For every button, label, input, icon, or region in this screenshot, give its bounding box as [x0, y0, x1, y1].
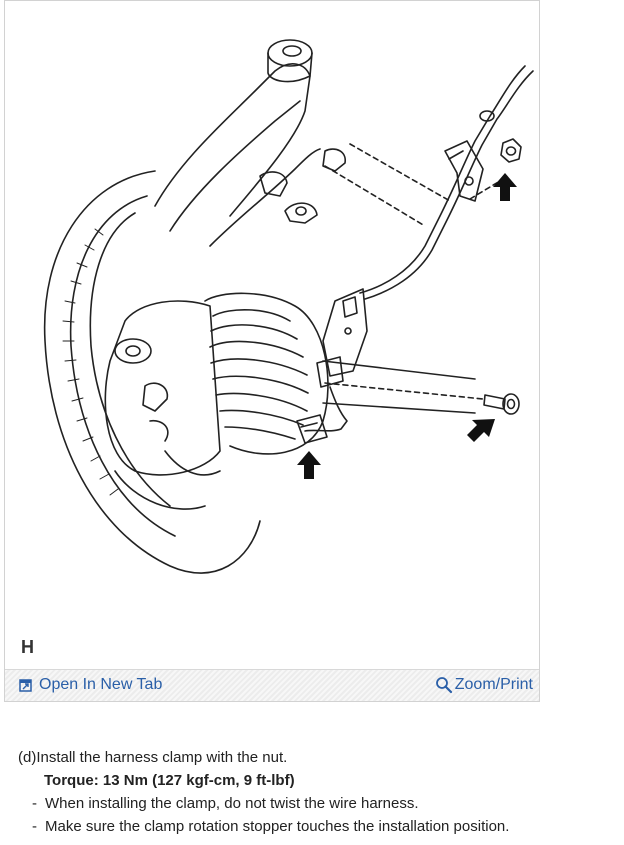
upper-harness-clamp [444, 110, 495, 202]
figure-panel: H Open In New Tab Zoom/Print [4, 0, 540, 702]
open-in-new-tab-link[interactable]: Open In New Tab [19, 676, 162, 694]
arrow-nut [493, 173, 517, 201]
magnifier-icon [435, 677, 452, 694]
knuckle-upper-arm [154, 63, 311, 217]
nut-part [500, 138, 522, 163]
speed-sensor [296, 414, 328, 444]
steering-knuckle-harness-illustration [43, 39, 534, 574]
torque-spec: Torque: 13 Nm (127 kgf-cm, 9 ft-lbf) [44, 772, 295, 789]
note-dash: - [32, 795, 37, 812]
note-item: -Make sure the clamp rotation stopper to… [18, 815, 618, 838]
note-dash: - [32, 818, 37, 835]
knuckle-body [104, 300, 221, 476]
note-text: Make sure the clamp rotation stopper tou… [45, 818, 510, 835]
open-in-new-tab-icon [19, 679, 32, 692]
zoom-print-link[interactable]: Zoom/Print [435, 676, 533, 694]
figure-label: H [21, 637, 34, 657]
open-in-new-tab-label: Open In New Tab [39, 676, 163, 693]
axle-shaft [322, 360, 476, 414]
arrow-sensor [297, 451, 321, 479]
arrow-bolt [467, 419, 495, 442]
note-item: -When installing the clamp, do not twist… [18, 792, 618, 815]
zoom-print-label: Zoom/Print [454, 676, 533, 693]
sensor-bracket [304, 288, 368, 432]
bolt-part [483, 393, 520, 415]
step-heading: (d)Install the harness clamp with the nu… [18, 749, 288, 766]
note-text: When installing the clamp, do not twist … [45, 795, 419, 812]
speed-sensor-wire [359, 65, 526, 294]
brake-disc-outline [43, 170, 261, 574]
upper-mount-eye [267, 39, 313, 67]
figure-toolbar: Open In New Tab Zoom/Print [5, 669, 539, 701]
instruction-block: (d)Install the harness clamp with the nu… [18, 746, 618, 838]
brake-disc-inner-ring [69, 195, 176, 537]
